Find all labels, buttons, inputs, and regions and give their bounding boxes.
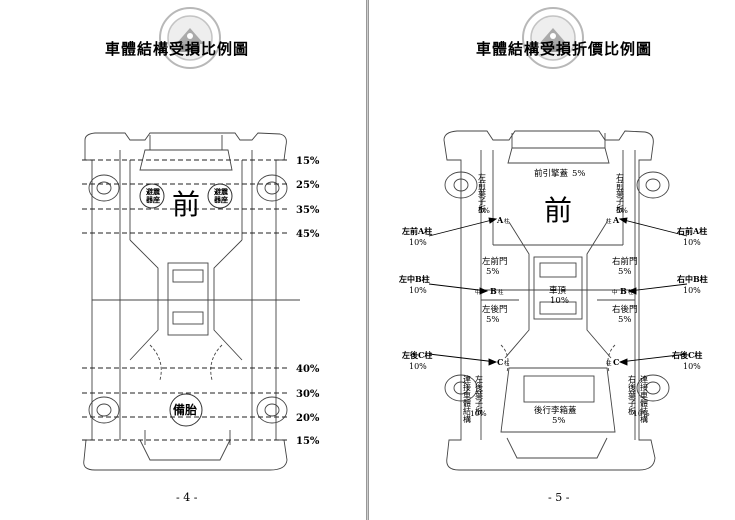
pillar-label-left-c: 左後C柱 bbox=[401, 350, 432, 360]
pillar-tag: B bbox=[490, 286, 497, 296]
roof-label: 車頂 bbox=[549, 285, 567, 296]
page-divider bbox=[366, 0, 369, 520]
hood-pct: 5% bbox=[572, 169, 586, 179]
right-rear-door-label: 右後門 bbox=[612, 304, 638, 315]
page-right: 車體結構受損折價比例圖 bbox=[369, 0, 735, 520]
pillar-tag-zhu: 柱 bbox=[606, 217, 612, 225]
pillar-tag-zhu: 柱 bbox=[628, 288, 634, 296]
hood-label: 前引擎蓋 bbox=[534, 168, 569, 179]
left-front-fender-pct: 5% bbox=[478, 206, 490, 215]
pillar-label-left-b: 左中B柱 bbox=[398, 274, 430, 284]
association-seal bbox=[158, 6, 222, 74]
pillar-tag-zhu: 柱 bbox=[504, 217, 510, 225]
right-front-fender-label: 右前葉子板 bbox=[616, 172, 625, 214]
right-front-door-label: 右前門 bbox=[612, 256, 638, 267]
percent-label: 20% bbox=[296, 413, 320, 424]
left-front-door-label: 左前門 bbox=[482, 256, 508, 267]
percent-label: 35% bbox=[296, 205, 320, 216]
left-front-fender-label: 左前葉子板 bbox=[478, 172, 487, 214]
pillar-pct-right-c: 10% bbox=[683, 362, 701, 371]
percent-label: 30% bbox=[296, 389, 320, 400]
pillar-tag-zhu: 柱 bbox=[606, 359, 612, 367]
page-number: - 4 - bbox=[176, 491, 198, 504]
shock-mount-label-left-2: 器座 bbox=[145, 195, 160, 204]
pillar-tag-zhu: 柱 bbox=[498, 288, 504, 296]
page-left: 車體結構受損比例圖 bbox=[0, 0, 366, 520]
car-damage-diagram-right: A A B B C C 中 柱 中 柱 柱 柱 柱 柱 前 前引擎蓋 5% 車頂… bbox=[398, 130, 708, 471]
pillar-label-left-a: 左前A柱 bbox=[401, 226, 432, 236]
pillar-pct-left-a: 10% bbox=[409, 238, 427, 247]
left-rear-door-pct: 5% bbox=[486, 315, 500, 325]
shock-mount-label-right-2: 器座 bbox=[213, 195, 228, 204]
percent-label: 45% bbox=[296, 229, 320, 240]
spare-tire-label: 備胎 bbox=[173, 402, 197, 417]
left-rear-door-label: 左後門 bbox=[482, 304, 508, 315]
pillar-label-right-c: 右後C柱 bbox=[671, 350, 702, 360]
association-seal bbox=[521, 6, 585, 74]
page-title: 車體結構受損比例圖 bbox=[105, 40, 250, 58]
shock-mount-label-left: 避震 bbox=[145, 187, 161, 196]
pillar-tag: A bbox=[496, 215, 504, 225]
pillar-pct-right-a: 10% bbox=[683, 238, 701, 247]
pillar-tag: A bbox=[612, 215, 620, 225]
pillar-tag: B bbox=[620, 286, 627, 296]
pillar-label-right-a: 右前A柱 bbox=[676, 226, 707, 236]
pillar-pct-left-b: 10% bbox=[409, 286, 427, 295]
shock-mount-label-right: 避震 bbox=[213, 187, 229, 196]
pillar-tag-zhong: 中 bbox=[475, 288, 481, 296]
left-rear-panel-pct: 10% bbox=[470, 409, 487, 418]
right-front-door-pct: 5% bbox=[618, 267, 632, 277]
pillar-tag-zhu: 柱 bbox=[504, 359, 510, 367]
trunk-pct: 5% bbox=[552, 416, 566, 426]
percent-label: 15% bbox=[296, 436, 320, 447]
percent-label: 40% bbox=[296, 364, 320, 375]
right-rear-panel-pct: 10% bbox=[633, 409, 650, 418]
car-damage-diagram-left: 避震 器座 避震 器座 前 備胎 15% 25% 35% 45% 40% 30%… bbox=[82, 132, 320, 471]
pillar-tag-zhong: 中 bbox=[612, 288, 618, 296]
right-rear-fender-label: 右後葉子板 bbox=[628, 374, 637, 416]
front-label: 前 bbox=[172, 188, 200, 221]
pillar-tag: C bbox=[497, 357, 503, 367]
right-front-fender-pct: 5% bbox=[616, 206, 628, 215]
left-front-door-pct: 5% bbox=[486, 267, 500, 277]
roof-pct: 10% bbox=[550, 296, 569, 306]
left-rear-fender-label: 左後葉子板 bbox=[475, 374, 484, 416]
page-title: 車體結構受損折價比例圖 bbox=[476, 40, 653, 58]
pillar-label-right-b: 右中B柱 bbox=[676, 274, 708, 284]
page-number: - 5 - bbox=[548, 491, 570, 504]
pillar-tag: C bbox=[613, 357, 619, 367]
pillar-pct-left-c: 10% bbox=[409, 362, 427, 371]
percent-label: 15% bbox=[296, 156, 320, 167]
front-label: 前 bbox=[544, 194, 572, 227]
pillar-pct-right-b: 10% bbox=[683, 286, 701, 295]
right-rear-connect-label: 連接車體結構 bbox=[640, 374, 649, 424]
left-rear-connect-label: 連接車體結構 bbox=[463, 374, 472, 424]
right-rear-door-pct: 5% bbox=[618, 315, 632, 325]
trunk-label: 後行李箱蓋 bbox=[534, 405, 577, 416]
percent-label: 25% bbox=[296, 180, 320, 191]
